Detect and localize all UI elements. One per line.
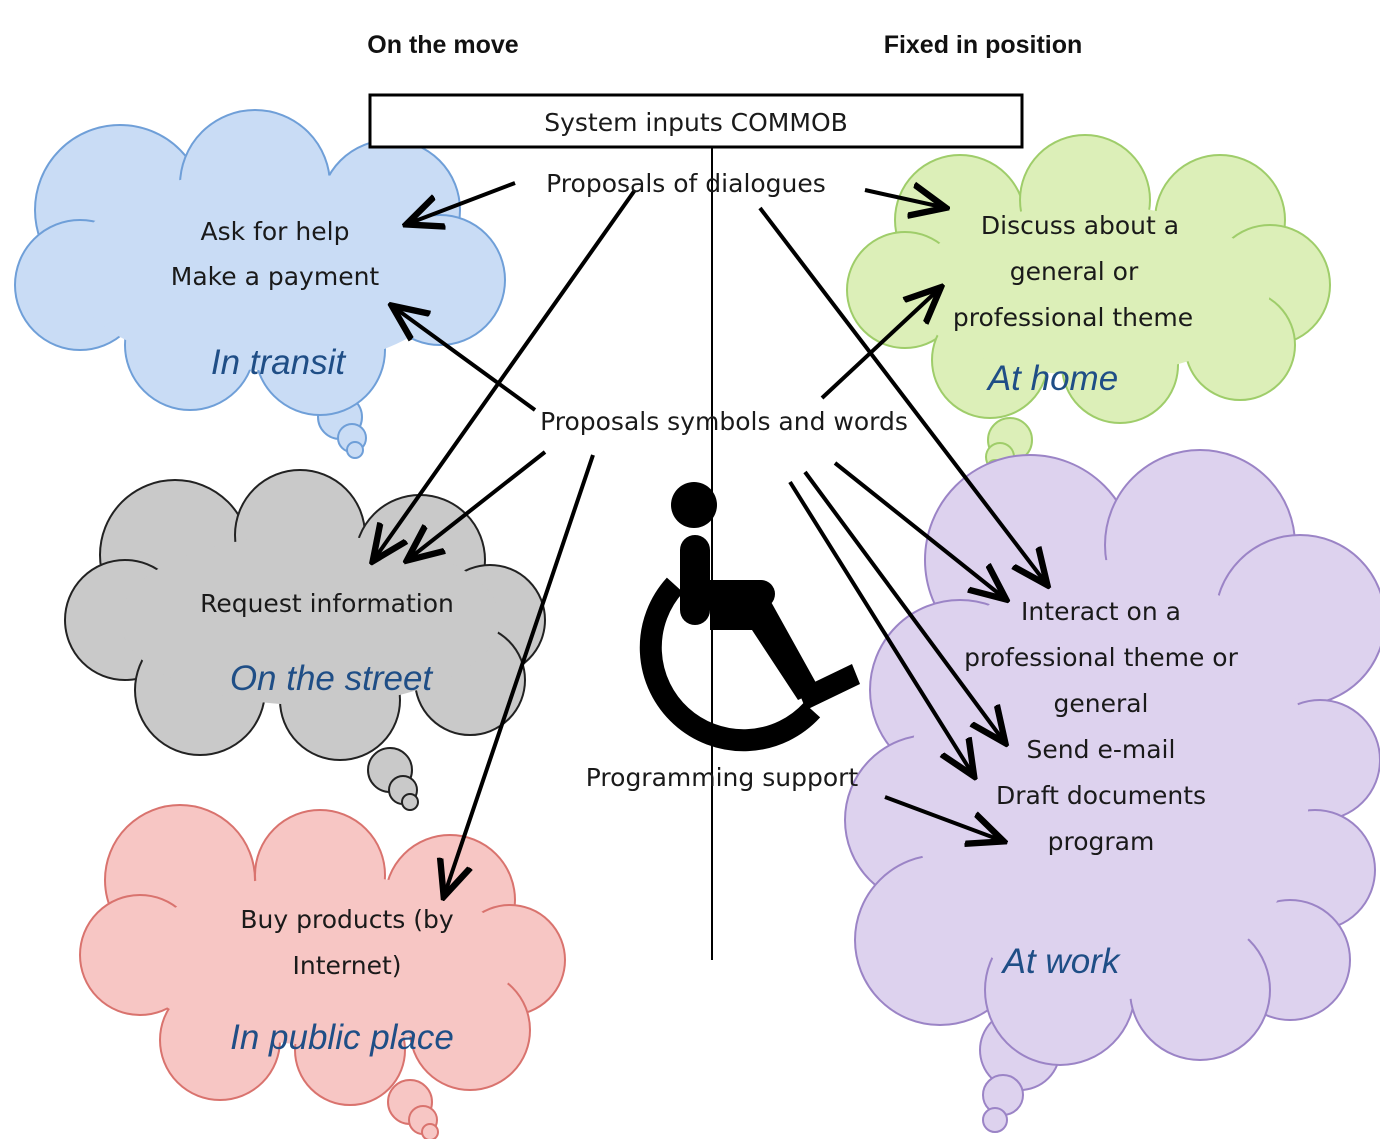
label-proposals-of-dialogues: Proposals of dialogues [546, 169, 826, 198]
work-line: Draft documents [996, 781, 1206, 810]
cloud-in-public-place [79, 804, 566, 1139]
home-line: Discuss about a [981, 211, 1179, 240]
public-line: Internet) [292, 951, 401, 980]
cloud-at-home [846, 134, 1331, 477]
arrow-programming-to-work [884, 795, 1000, 840]
wheelchair-icon [639, 482, 860, 752]
system-box [368, 93, 1024, 149]
arrow-dialogues-to-transit [410, 181, 516, 223]
arrow-symbols-to-transit [395, 308, 537, 412]
context-label-in-public-place: In public place [230, 1018, 454, 1057]
work-line: general [1053, 689, 1148, 718]
arrow-symbols-to-work-interact [833, 461, 1003, 597]
work-line: program [1048, 827, 1155, 856]
work-line: Send e-mail [1027, 735, 1176, 764]
work-line: Interact on a [1021, 597, 1181, 626]
cloud-on-the-street [64, 469, 546, 811]
cloud-in-transit [14, 109, 506, 459]
arrow-symbols-to-public [445, 454, 595, 893]
street-line: Request information [200, 589, 454, 618]
context-label-at-home: At home [986, 359, 1118, 398]
transit-line: Make a payment [171, 262, 380, 291]
arrow-symbols-to-home [820, 290, 938, 400]
transit-line: Ask for help [201, 217, 350, 246]
arrow-symbols-to-work-email [803, 470, 1003, 740]
arrow-symbols-to-street [410, 450, 547, 558]
home-line: general or [1010, 257, 1139, 286]
home-line: professional theme [953, 303, 1193, 332]
context-label-on-the-street: On the street [230, 659, 434, 698]
arrow-dialogues-to-home [864, 190, 942, 207]
public-line: Buy products (by [240, 905, 453, 934]
cloud-at-work [844, 449, 1380, 1133]
context-label-in-transit: In transit [211, 343, 346, 382]
header-fixed-in-position: Fixed in position [884, 31, 1083, 59]
context-label-at-work: At work [1001, 942, 1121, 981]
arrow-symbols-to-work-documents [788, 480, 972, 773]
arrow-dialogues-to-work [758, 206, 1045, 582]
header-on-the-move: On the move [367, 31, 519, 59]
system-box-label: System inputs COMMOB [544, 108, 848, 137]
arrow-dialogues-to-street [375, 188, 637, 558]
work-line: professional theme or [964, 643, 1238, 672]
arrows [375, 181, 1045, 893]
label-programming-support: Programming support [586, 763, 859, 792]
label-proposals-symbols-and-words: Proposals symbols and words [540, 407, 908, 436]
